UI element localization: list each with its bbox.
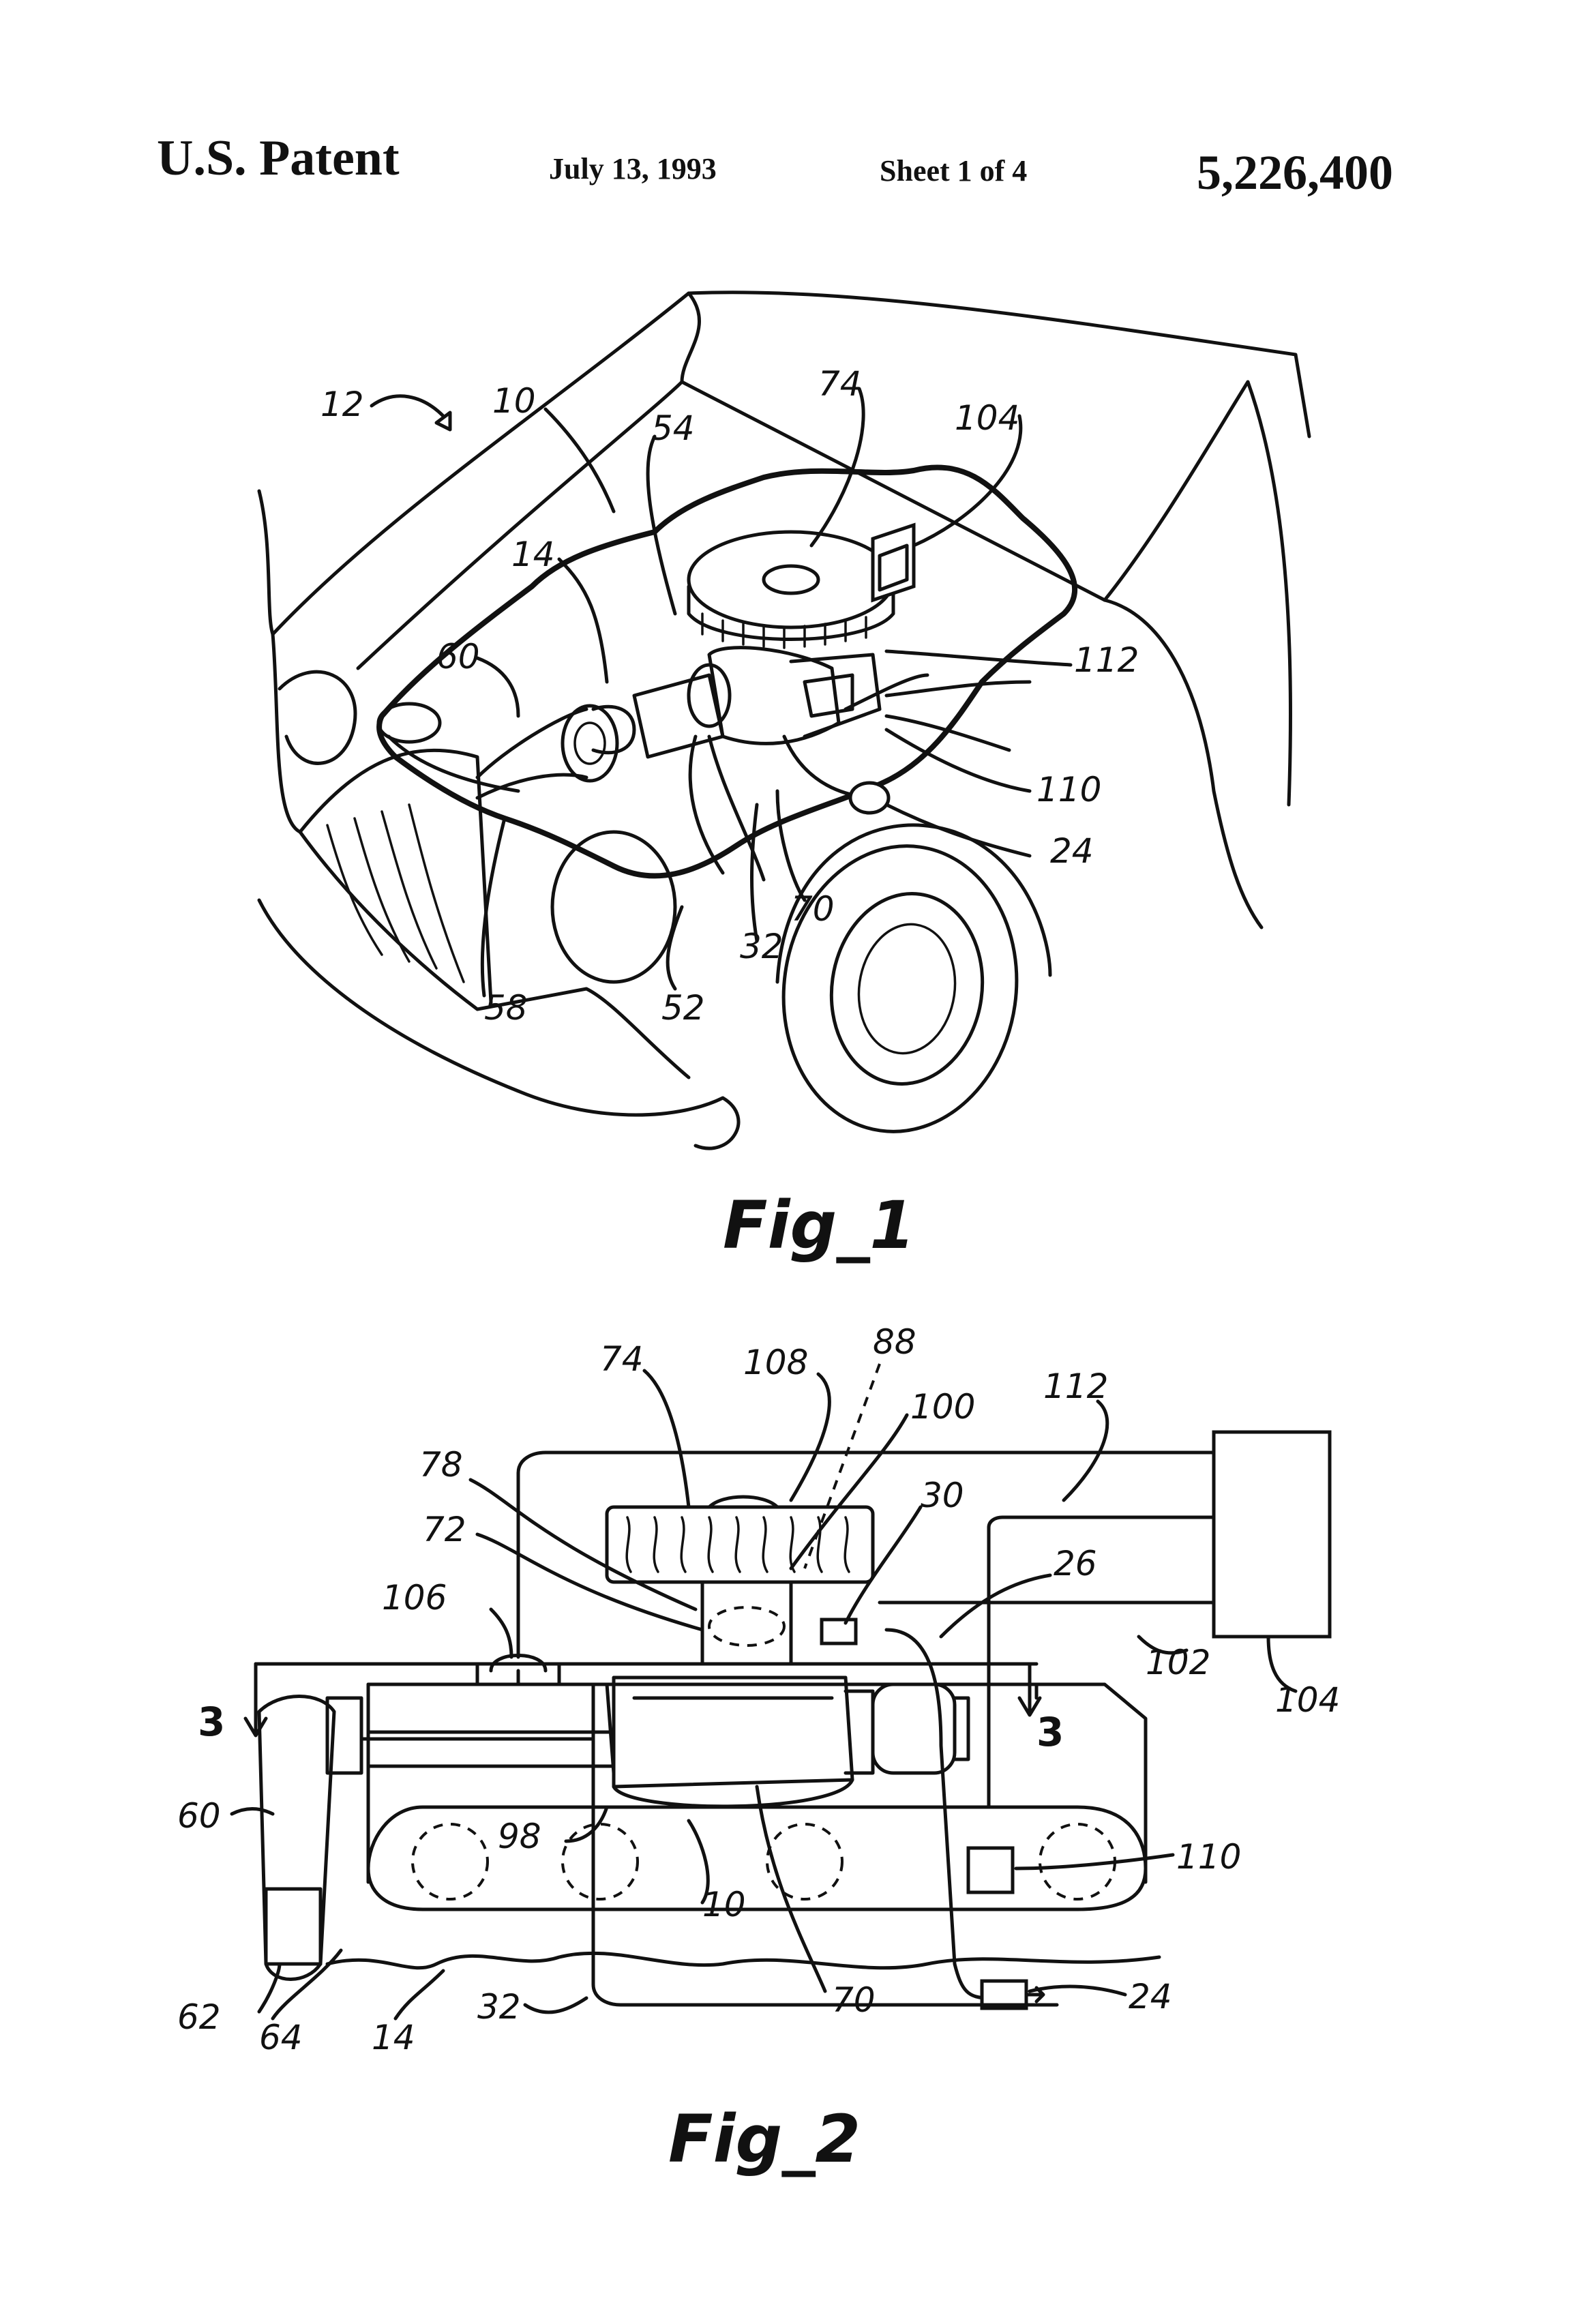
fig1-ref-14: 14 (511, 535, 555, 574)
fig1-ref-32: 32 (740, 927, 783, 966)
fig2-ref-112: 112 (1043, 1367, 1108, 1406)
car-headlight (280, 672, 355, 763)
car-door-line (1248, 382, 1291, 805)
car-fender-lamp (552, 832, 675, 982)
fig2-ref-110: 110 (1176, 1837, 1241, 1877)
fig2-ref-106: 106 (382, 1578, 447, 1618)
fig1-ref-58: 58 (484, 988, 528, 1028)
fig2-section-mark-left: 3 (198, 1699, 225, 1745)
figure-1-label: Fig_1 (723, 1187, 915, 1264)
fig1-ref-112: 112 (1074, 640, 1139, 680)
car-front-wheel (765, 825, 1050, 1147)
fig2-ref-108: 108 (743, 1343, 808, 1382)
fig1-ref-110: 110 (1036, 770, 1101, 809)
fig1-ref-104: 104 (955, 398, 1019, 438)
figure-2-label: Fig_2 (668, 2101, 861, 2177)
car-grille (300, 750, 491, 1002)
fig2-ref-60: 60 (177, 1796, 221, 1836)
fig2-ref-62: 62 (177, 1997, 221, 2037)
fig1-ref-70: 70 (791, 889, 835, 929)
fig2-belt-drive (259, 1697, 593, 1980)
fig2-ref-24: 24 (1129, 1977, 1172, 2016)
fig2-ref-72: 72 (423, 1510, 466, 1549)
fig2-throttle-body (702, 1582, 791, 1664)
fig1-leader-lines (372, 389, 1071, 996)
fig2-ref-102: 102 (1146, 1643, 1210, 1682)
fig2-ref-14: 14 (372, 2018, 415, 2057)
fig2-ref-88: 88 (873, 1322, 916, 1362)
fig1-ref-12: 12 (320, 385, 364, 424)
fig2-ref-10: 10 (702, 1885, 746, 1924)
car-front-left-edge (259, 491, 300, 832)
fig2-ref-70: 70 (832, 1980, 876, 2020)
fig1-ref-60: 60 (436, 637, 480, 676)
fig1-ref-52: 52 (661, 988, 705, 1028)
fig1-controller-box (873, 525, 914, 600)
fig2-leader-lines (232, 1364, 1296, 2018)
fig2-controller-box (1214, 1432, 1330, 1637)
fig2-section-mark-right: 3 (1036, 1709, 1064, 1755)
fig2-ref-104: 104 (1275, 1680, 1340, 1720)
fig2-ref-78: 78 (419, 1445, 463, 1485)
fig1-air-cleaner (689, 532, 893, 648)
fig2-reference-numerals: 74 108 88 112 100 78 30 72 26 106 102 10… (177, 1322, 1340, 2057)
fig1-ref-54: 54 (651, 408, 695, 448)
fig2-ref-30: 30 (921, 1476, 964, 1515)
fig2-air-cleaner (607, 1497, 873, 1582)
figure-2-drawing: 74 108 88 112 100 78 30 72 26 106 102 10… (177, 1322, 1340, 2177)
fig1-ref-10: 10 (492, 381, 536, 421)
fig1-ref-24: 24 (1050, 831, 1094, 871)
fig2-ref-98: 98 (498, 1817, 541, 1856)
cutaway-boundary (379, 467, 1075, 876)
fig2-ref-32: 32 (477, 1987, 521, 2027)
fig1-ref-74: 74 (818, 364, 862, 404)
fig2-ref-100: 100 (910, 1387, 975, 1427)
fig2-ref-26: 26 (1054, 1544, 1097, 1583)
figure-1-drawing: 12 10 74 104 54 14 60 112 110 24 70 32 5… (259, 293, 1309, 1264)
fig2-ref-64: 64 (259, 2018, 303, 2057)
fig2-ref-74: 74 (600, 1339, 644, 1379)
